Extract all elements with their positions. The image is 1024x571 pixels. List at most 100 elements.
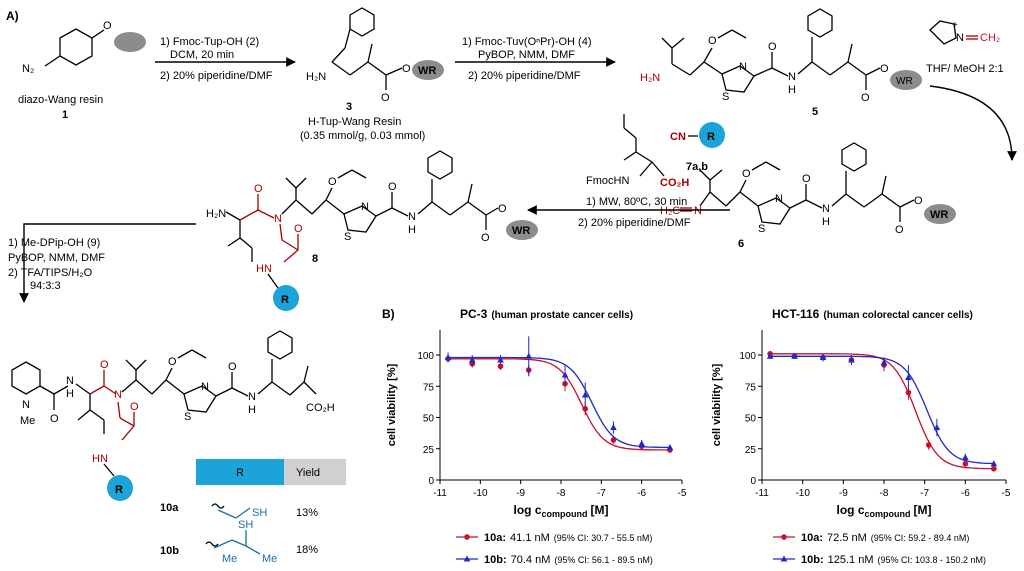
atom-n-thiazole: N	[739, 61, 747, 73]
compound-1-structure: O N₂ diazo-Wang resin 1	[18, 20, 146, 121]
legend-entry-10a: 10a:72.5 nM(95% CI: 59.2 - 89.4 nM)	[801, 532, 969, 544]
x-axis-label-subscript: compound	[542, 509, 588, 519]
data-point-10b	[666, 444, 674, 450]
yield-table: R Yield 10a 13% 10b 18% SH SH Me Me	[160, 459, 346, 565]
table-row-label-10a: 10a	[160, 502, 179, 514]
table-header-r	[196, 459, 284, 485]
atom-o-ester: O	[914, 195, 923, 207]
atom-o-ether: O	[328, 176, 337, 188]
atom-h2n: H₂N	[206, 208, 226, 220]
legend-marker-10b	[780, 555, 788, 562]
atom-co2h-red: CO₂H	[660, 177, 689, 189]
data-point-10a	[962, 460, 969, 467]
step4-line2: 2) 20% piperidine/DMF	[578, 217, 691, 229]
data-point-10b	[990, 460, 998, 467]
compound-7-number: 7a,b	[686, 161, 708, 173]
table-row-yield-10b: 18%	[296, 544, 318, 556]
atom-o-carbonyl: O	[895, 224, 904, 236]
legend-marker-10a	[464, 534, 470, 540]
compound-6-structure: H₂C N O N S O N H O O WR 6	[660, 142, 956, 250]
atom-sh-10b: SH	[238, 519, 253, 531]
legend-name: 10b:	[801, 554, 824, 566]
data-point-10b	[766, 352, 774, 359]
atom-h: H	[66, 388, 74, 400]
data-point-10b	[444, 354, 452, 360]
isocyanide-reagent: CN R 7a,b	[670, 122, 725, 173]
atom-n-red: N	[274, 213, 282, 225]
x-tick-label: -6	[637, 488, 646, 499]
x-axis-label-unit: [M]	[591, 503, 609, 517]
resin-bead	[890, 70, 922, 90]
legend-marker-10a	[781, 534, 787, 540]
atom-h2n: H₂N	[306, 71, 326, 83]
data-point-10b	[880, 359, 888, 365]
chart-title: PC-3(human prostate cancer cells)	[460, 307, 633, 321]
atom-fmochn: FmocHN	[586, 175, 629, 187]
r-group-label: R	[281, 294, 289, 306]
atom-plus: +	[952, 20, 958, 31]
legend-ci: (95% CI: 103.8 - 150.2 nM)	[878, 555, 987, 565]
chart-hct116: HCT-116(human colorectal cancer cells)02…	[711, 307, 1011, 566]
step5-line1: 1) Me-DPip-OH (9)	[8, 237, 100, 249]
y-tick-label: 25	[745, 445, 757, 456]
chart-subtitle: (human colorectal cancer cells)	[823, 310, 973, 321]
data-point-10b	[933, 424, 941, 430]
atom-o-carbonyl: O	[381, 92, 390, 104]
chart-title: HCT-116(human colorectal cancer cells)	[772, 307, 973, 321]
step1-line2: DCM, 20 min	[170, 49, 234, 61]
atom-co2h: CO₂H	[306, 402, 335, 414]
atom-s-thiazole: S	[184, 411, 191, 423]
atom-o-carbonyl: O	[481, 232, 490, 244]
atom-n-imine-red: N	[694, 205, 702, 217]
atom-h: H	[788, 84, 796, 96]
atom-sh-10a: SH	[252, 507, 267, 519]
compound-1-name: diazo-Wang resin	[18, 94, 103, 106]
x-tick-label: -6	[961, 488, 970, 499]
x-tick-label: -9	[516, 488, 525, 499]
compound-8-number: 8	[312, 253, 318, 265]
y-tick-label: 50	[423, 414, 435, 425]
atom-me-10b-1: Me	[222, 553, 237, 565]
arrow-step-5	[19, 223, 196, 303]
data-point-10b	[468, 356, 476, 363]
resin-label-wr: WR	[418, 65, 436, 77]
x-axis-label-unit: [M]	[914, 503, 932, 517]
atom-o-ester: O	[402, 63, 411, 75]
x-tick-label: -7	[597, 488, 606, 499]
legend-ci: (95% CI: 59.2 - 89.4 nM)	[871, 533, 970, 543]
resin-bead	[506, 220, 538, 240]
compound-3-name: H-Tup-Wang Resin	[308, 116, 401, 128]
legend-value: 125.1 nM	[828, 554, 874, 566]
x-tick-label: -8	[557, 488, 566, 499]
legend-ci: (95% CI: 56.1 - 89.5 nM)	[554, 555, 653, 565]
compound-3-loading: (0.35 mmol/g, 0.03 mmol)	[300, 130, 425, 142]
atom-o-ether: O	[708, 35, 717, 47]
atom-h-amide: H	[822, 216, 830, 228]
data-point-10b	[791, 352, 798, 359]
step2-line3: 2) 20% piperidine/DMF	[468, 70, 581, 82]
atom-n-amide: N	[408, 211, 416, 223]
squiggle-bond-10b	[205, 541, 219, 547]
resin-label-wr: WR	[512, 225, 530, 237]
data-point-10a	[925, 442, 932, 448]
x-tick-label: -9	[839, 488, 848, 499]
atom-o: O	[103, 20, 112, 32]
step5-line3: 2) TFA/TIPS/H₂O	[8, 267, 93, 279]
final-compound-structure: N Me O N H O N O HN R O	[11, 330, 335, 501]
y-tick-label: 75	[423, 382, 435, 393]
data-point-10b	[962, 454, 969, 460]
atom-n-amide: N	[66, 375, 74, 387]
compound-3-number: 3	[346, 101, 352, 113]
y-tick-label: 0	[428, 476, 434, 487]
series-line-10a	[770, 353, 994, 470]
atom-h-amide: H	[248, 404, 256, 416]
atom-o-red: O	[100, 359, 109, 371]
atom-n-amide: N	[822, 203, 830, 215]
data-point-10b	[581, 391, 589, 398]
atom-n-piperidine: N	[22, 399, 30, 411]
atom-ch2-red: CH₂	[980, 32, 1000, 44]
data-point-10b	[561, 371, 569, 378]
resin-label-wr: WR	[930, 209, 948, 221]
atom-o-ether: O	[742, 168, 751, 180]
x-tick-label: -8	[880, 488, 889, 499]
